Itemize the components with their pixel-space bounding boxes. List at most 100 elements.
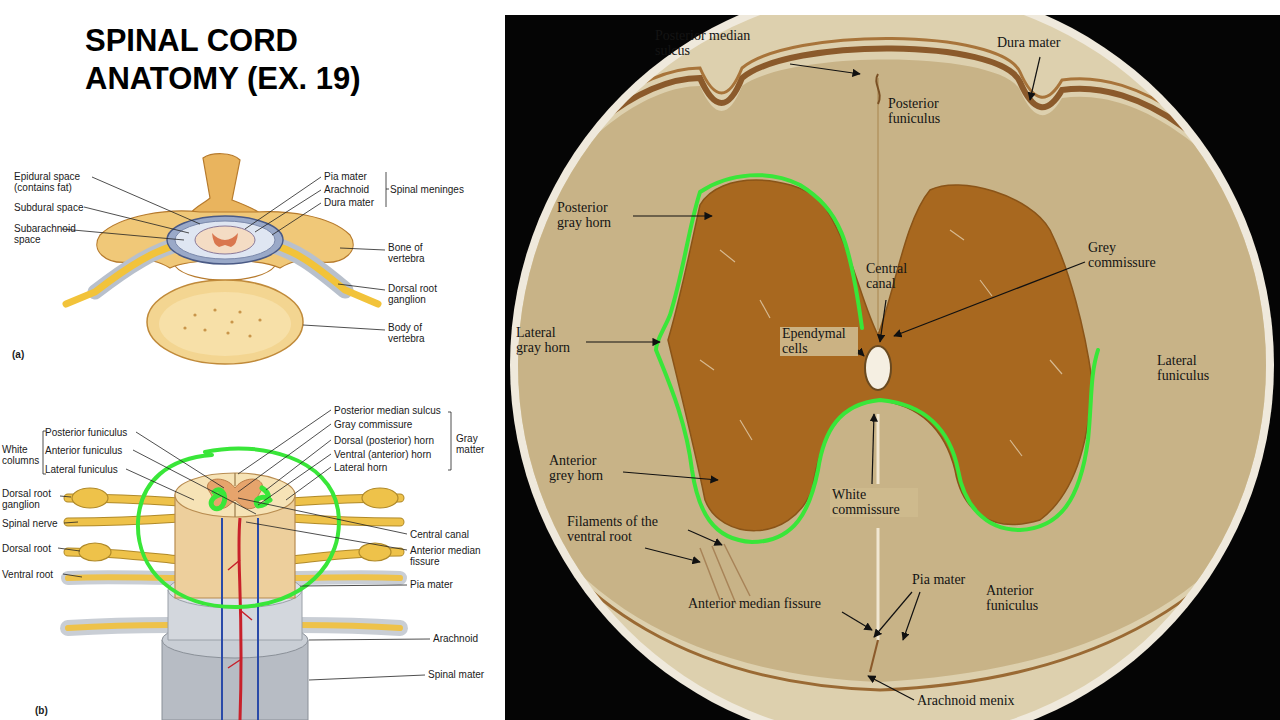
leader-arrow	[880, 300, 886, 342]
vertebra-illustration	[248, 334, 251, 337]
micrograph	[512, 48, 1280, 238]
part-label: Subarachnoid space	[14, 223, 84, 245]
part-label: Gray matter	[456, 433, 492, 455]
leader-line	[126, 469, 194, 500]
vertebra-illustration	[190, 154, 262, 215]
micrograph-label: Posterior gray horn	[557, 201, 629, 230]
micrograph	[877, 414, 880, 640]
spinal-cord-illustration	[221, 518, 223, 720]
micrograph	[505, 15, 1280, 720]
micrograph-label: Filaments of the ventral root	[567, 515, 685, 544]
leader-line	[286, 467, 331, 500]
leader-line	[266, 440, 331, 490]
micrograph-label: White commissure	[830, 488, 918, 517]
part-label: Pia mater	[324, 171, 367, 182]
part-label: White columns	[2, 444, 42, 466]
micrograph	[876, 74, 879, 104]
part-label: Arachnoid	[433, 633, 478, 644]
micrograph-label: Posterior median sulcus	[655, 29, 773, 58]
micrograph	[510, 59, 1280, 682]
vertebra-illustration	[212, 233, 238, 247]
leader-line	[300, 585, 407, 586]
leader-line	[64, 522, 78, 523]
vertebra-illustration	[147, 280, 303, 364]
leader-line	[245, 177, 321, 229]
micrograph	[505, 15, 1280, 720]
leader-arrow	[623, 472, 718, 480]
vertebra-illustration	[167, 216, 283, 264]
leader-line	[133, 450, 256, 514]
micrograph-label: Arachnoid menix	[917, 694, 1015, 709]
leader-arrow	[872, 414, 874, 484]
spinal-cord-illustration	[290, 574, 400, 581]
part-label: Lateral funiculus	[45, 464, 118, 475]
micrograph	[865, 346, 891, 390]
micrograph	[700, 230, 1062, 456]
leader-arrow	[1030, 57, 1040, 100]
part-label: Anterior median fissure	[410, 545, 492, 567]
part-label: Epidural space (contains fat)	[14, 171, 94, 193]
part-label: Pia mater	[410, 579, 453, 590]
leader-line	[246, 522, 407, 550]
micrograph	[700, 230, 1062, 456]
leader-arrow	[868, 676, 914, 700]
spinal-cord-illustration	[68, 518, 180, 522]
vertebra-illustration	[175, 221, 275, 259]
part-label: Anterior funiculus	[45, 445, 122, 456]
leader-line	[303, 325, 385, 330]
leader-arrow	[586, 341, 660, 342]
part-label: Arachnoid	[324, 184, 369, 195]
leader-line	[238, 424, 331, 492]
spinal-cord-illustration	[79, 543, 111, 561]
part-label: Posterior median sulcus	[334, 405, 441, 416]
leader-arrow	[874, 592, 912, 637]
part-label: (a)	[12, 349, 24, 360]
vertebra-illustration	[175, 266, 275, 280]
spinal-cord-illustration	[257, 518, 259, 720]
vertebra-illustration	[195, 226, 255, 254]
leader-line	[84, 207, 189, 233]
leader-line	[340, 248, 385, 250]
micrograph-label: Grey commissure	[1088, 241, 1170, 270]
spinal-cord-illustration	[68, 625, 170, 628]
leader-line	[62, 229, 184, 240]
part-label: Posterior funiculus	[45, 427, 127, 438]
leader-arrow	[688, 530, 722, 545]
vertebra-illustration	[193, 313, 196, 316]
green-annotation	[656, 175, 1098, 542]
part-label: Bone of vertebra	[388, 242, 440, 264]
micrograph-label: Pia mater	[912, 573, 965, 588]
leader-arrow	[842, 612, 872, 630]
part-label: Ventral (anterior) horn	[334, 449, 431, 460]
leader-arrow	[586, 57, 1085, 700]
part-label: Spinal nerve	[2, 518, 58, 529]
leader-arrow	[645, 548, 700, 562]
spinal-cord-illustration	[362, 488, 398, 508]
part-label: Dorsal root ganglion	[388, 283, 452, 305]
vertebra-illustration	[226, 331, 229, 334]
vertebra-illustration	[258, 318, 261, 321]
leader-line	[60, 496, 71, 497]
leader-line	[309, 675, 425, 680]
part-label: Dorsal root	[2, 543, 51, 554]
leader-line	[255, 190, 321, 232]
spinal-cord-illustration	[290, 518, 400, 522]
micrograph	[668, 180, 1092, 531]
spinal-cord-illustration	[68, 625, 170, 628]
leader-arrow	[790, 64, 860, 74]
leader-arrow	[894, 262, 1085, 336]
vertebra-illustration	[238, 310, 241, 313]
micrograph	[512, 478, 1280, 690]
green-annotation	[138, 448, 339, 607]
vertebra-illustration	[213, 308, 216, 311]
spinal-cord-illustration	[290, 518, 400, 522]
part-label: Gray commissure	[334, 419, 412, 430]
spinal-cord-illustration	[239, 518, 241, 720]
leader-line	[258, 454, 331, 505]
micrograph-label: Posterior funiculus	[888, 97, 966, 126]
leader-line	[58, 548, 80, 551]
micrograph	[505, 15, 1280, 720]
micrograph	[877, 78, 879, 330]
